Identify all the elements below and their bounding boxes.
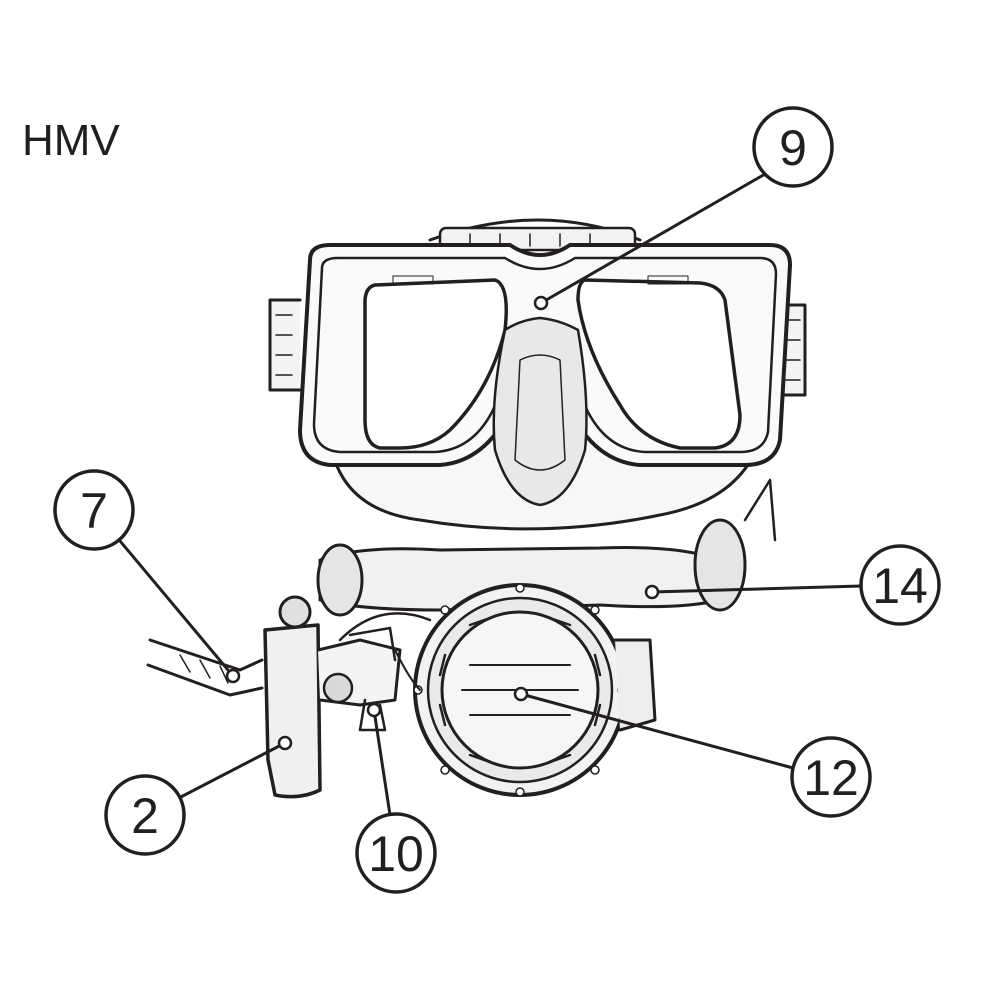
callout-10: 10 <box>355 702 437 894</box>
mask-illustration <box>268 218 807 531</box>
callout-7-number: 7 <box>80 483 108 539</box>
callout-2-number: 2 <box>131 788 159 844</box>
callout-12-bubble <box>790 736 872 818</box>
callout-14-number: 14 <box>872 558 928 614</box>
callout-9-anchor <box>533 295 549 311</box>
callout-12-number: 12 <box>803 750 859 806</box>
callout-12: 12 <box>513 686 872 818</box>
callout-14-bubble <box>859 544 941 626</box>
callout-10-anchor <box>366 702 382 718</box>
callouts: 9 7 14 2 <box>53 106 941 894</box>
callout-2: 2 <box>104 735 293 856</box>
callout-9-number: 9 <box>779 120 807 176</box>
callout-9-bubble <box>752 106 834 188</box>
figure-label: HMV <box>22 116 120 165</box>
callout-14-anchor <box>644 584 660 600</box>
callout-2-bubble <box>104 774 186 856</box>
callout-7-anchor <box>225 668 241 684</box>
callout-7-bubble <box>53 469 135 551</box>
callout-10-number: 10 <box>368 826 424 882</box>
callout-9: 9 <box>533 106 834 311</box>
callout-14: 14 <box>644 544 941 626</box>
valve-illustration <box>146 595 432 799</box>
callout-10-bubble <box>355 812 437 894</box>
callout-2-anchor <box>277 735 293 751</box>
callout-12-anchor <box>513 686 529 702</box>
callout-7: 7 <box>53 469 241 684</box>
